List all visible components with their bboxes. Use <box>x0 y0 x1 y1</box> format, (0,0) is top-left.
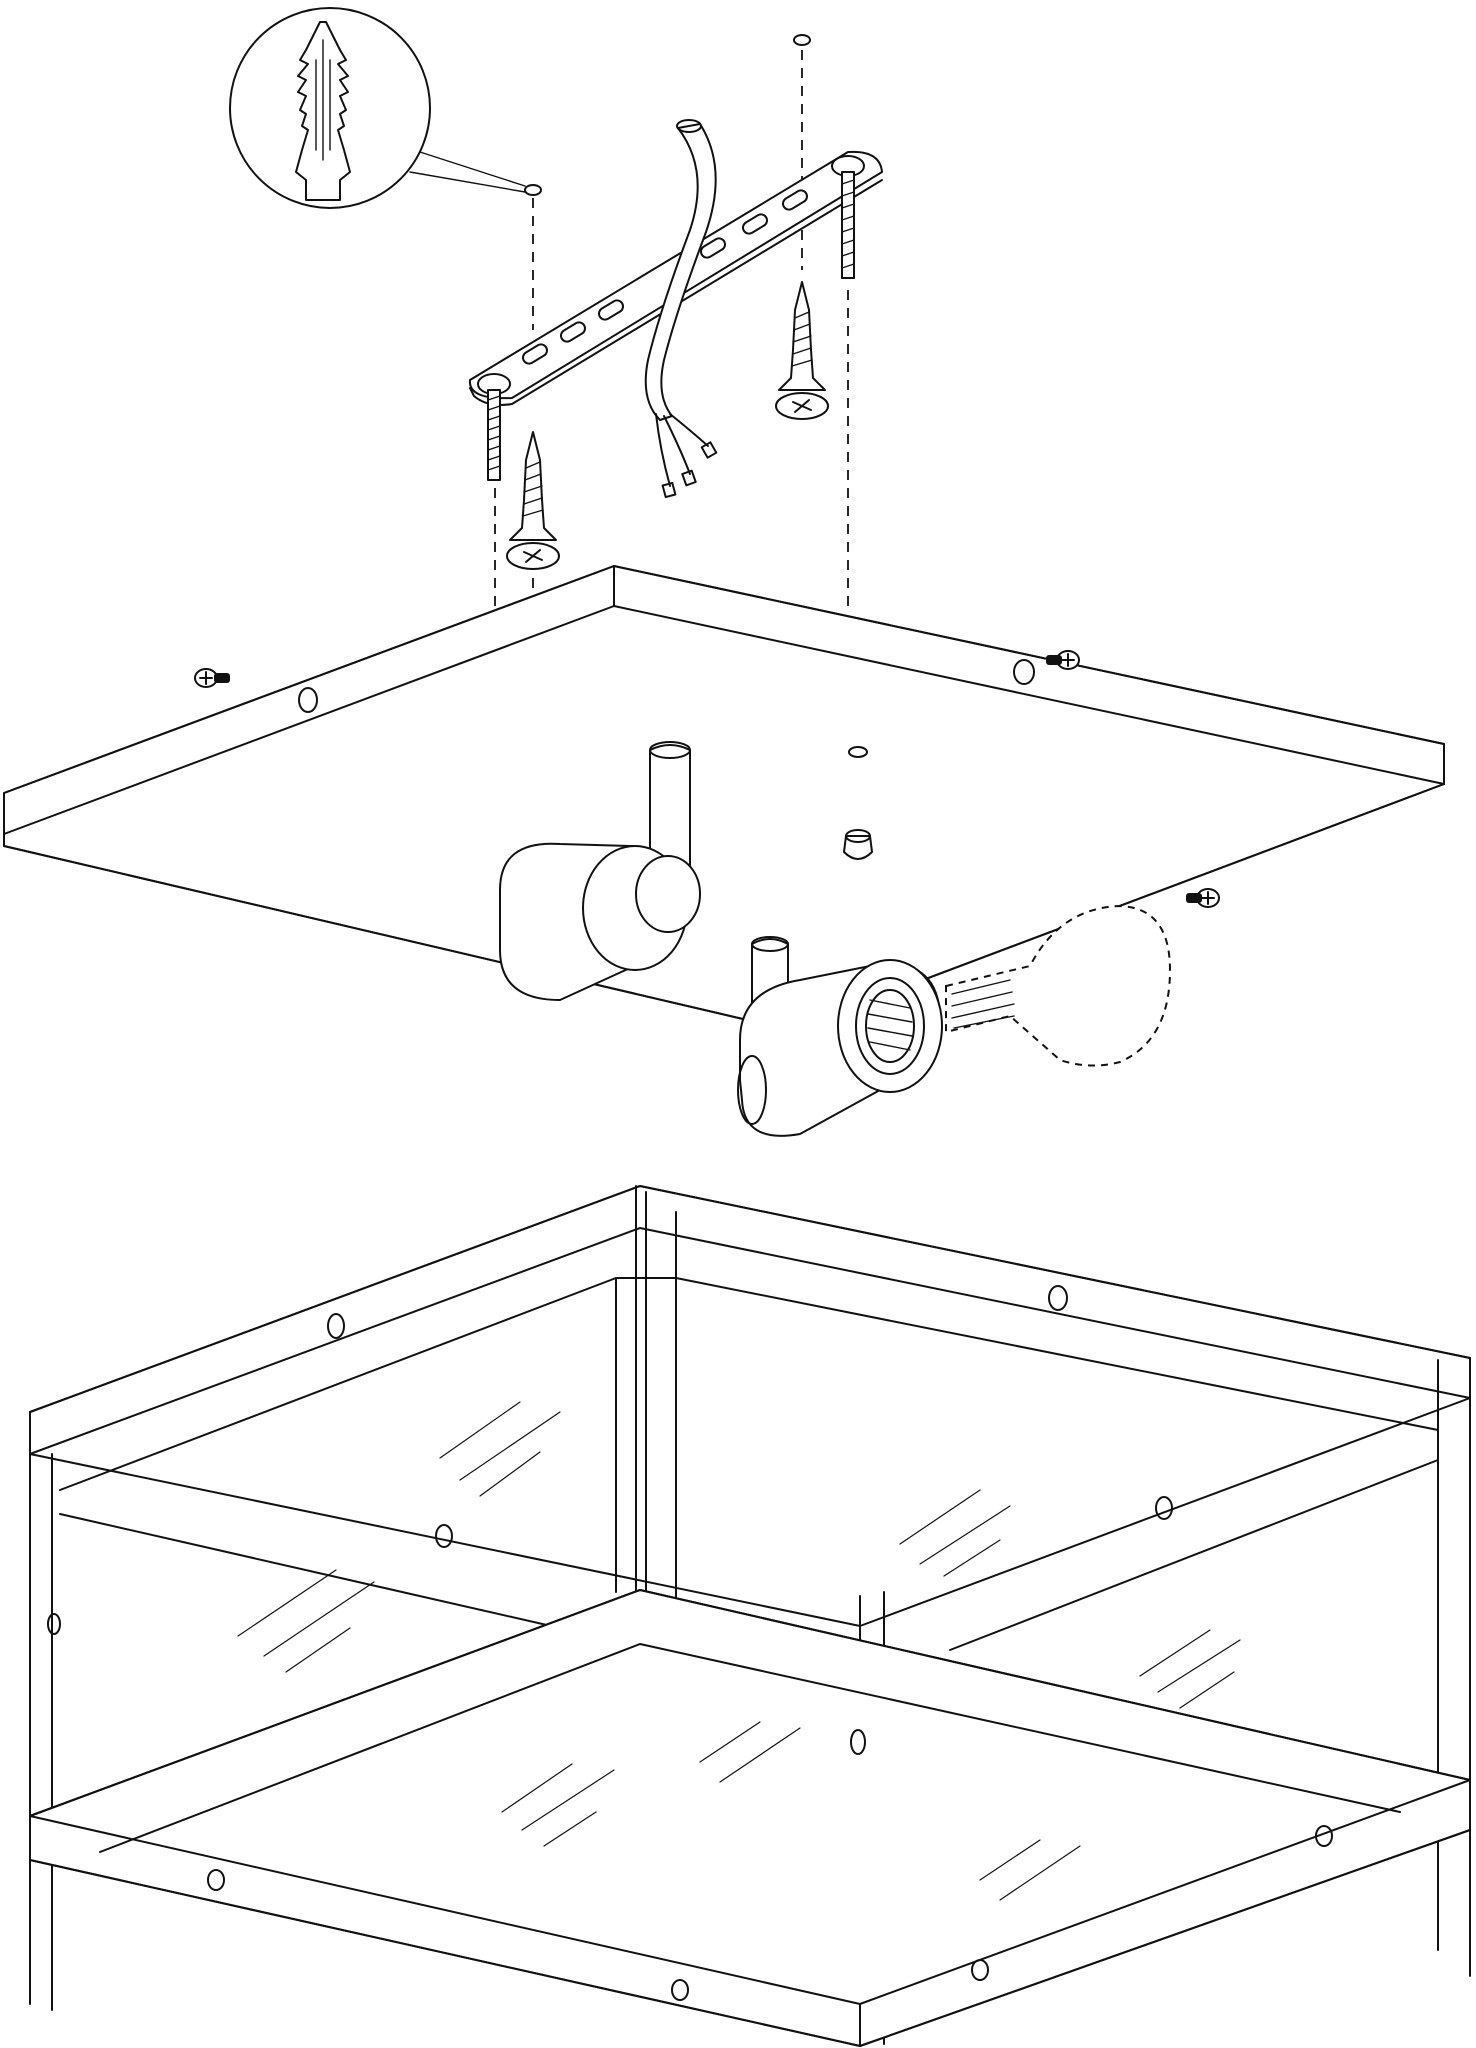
light-bulb <box>945 904 1172 1067</box>
glass-frame-shade <box>29 1185 1471 2047</box>
lamp-holder <box>499 741 943 1137</box>
side-screw <box>194 650 1220 908</box>
cap-nut <box>843 746 873 860</box>
wall-plug-detail <box>229 7 542 209</box>
threaded-bolt <box>487 171 855 481</box>
canopy-plate <box>3 565 1445 1031</box>
supply-cable <box>644 119 718 499</box>
wood-screw <box>506 281 829 570</box>
assembly-guide-lines <box>494 34 859 826</box>
